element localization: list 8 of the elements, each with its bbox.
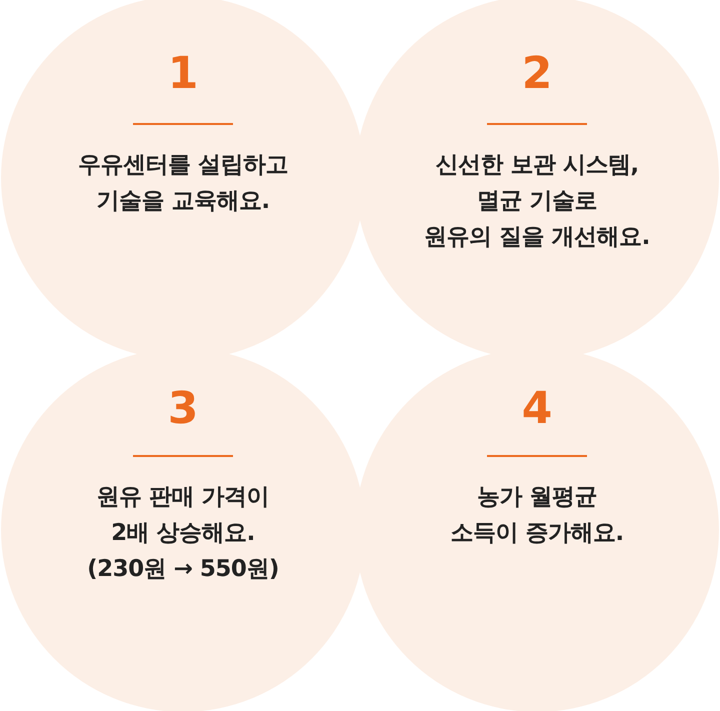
step-number: 2 — [522, 49, 552, 99]
description-text: 농가 월평균 소득이 증가해요. — [450, 483, 624, 548]
description-text: 신선한 보관 시스템, 멸균 기술로 원유의 질을 개선해요. — [424, 151, 650, 252]
description-text: 우유센터를 설립하고 기술을 교육해요. — [78, 151, 288, 216]
step-number: 3 — [168, 384, 198, 434]
step-number: 4 — [522, 384, 552, 434]
description-text: 원유 판매 가격이 2배 상승해요. (230원 → 550원) — [87, 483, 279, 584]
step-number: 1 — [168, 49, 198, 99]
